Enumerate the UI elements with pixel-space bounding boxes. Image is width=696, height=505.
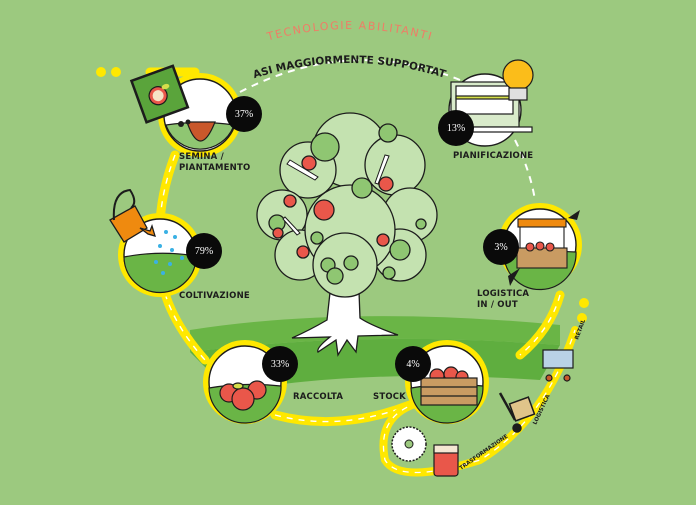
- title-arc: FASI MAGGIORMENTE SUPPORTATE: [0, 0, 448, 81]
- phase-circle-logistica: [498, 203, 582, 291]
- watering-can-icon: [109, 188, 156, 243]
- dashed-arc-top: [239, 59, 461, 93]
- dashed-arc-right: [514, 139, 536, 201]
- phase-label-coltivazione: COLTIVAZIONE: [179, 291, 250, 301]
- percent-badge-coltivazione: 79%: [186, 233, 222, 269]
- gear-icon: [391, 426, 427, 462]
- seed-packet-icon: [129, 64, 190, 124]
- phase-circle-coltivazione: [109, 188, 202, 297]
- phase-circle-semina: [129, 64, 242, 157]
- apples-icon: [219, 380, 267, 411]
- cycle-path: [96, 67, 589, 477]
- shopping-cart-icon: [542, 349, 574, 382]
- laptop-lightbulb-icon: [439, 59, 534, 133]
- percent-badge-logistica: 3%: [483, 229, 519, 265]
- hand-truck-icon: [498, 392, 536, 433]
- label-trasformazione: TRASFORMAZIONE: [459, 434, 510, 472]
- market-stall-icon: [516, 218, 568, 269]
- phase-label-raccolta: RACCOLTA: [293, 392, 344, 402]
- percent-badge-stock: 4%: [395, 346, 431, 382]
- percent-badge-semina: 37%: [226, 96, 262, 132]
- subtitle-arc: TECNOLOGIE ABILITANTI: [265, 19, 435, 44]
- jam-jar-icon: [433, 444, 459, 477]
- phase-label-pianificazione: PIANIFICAZIONE: [453, 151, 534, 161]
- percent-badge-raccolta: 33%: [262, 346, 298, 382]
- phase-label-semina: SEMINA /PIANTAMENTO: [179, 152, 251, 173]
- phase-label-stock: STOCK: [373, 392, 406, 402]
- crate-icon: [420, 366, 478, 406]
- percent-badge-pianificazione: 13%: [438, 110, 474, 146]
- apple-tree-icon: [256, 112, 438, 357]
